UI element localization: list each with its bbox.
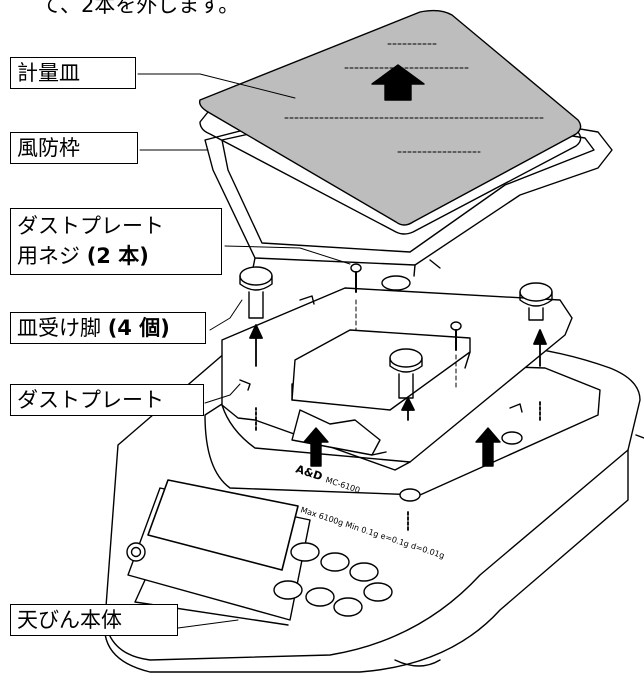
label-weighing-pan: 計量皿	[10, 57, 136, 90]
big-arrows-drawing	[303, 64, 501, 467]
lift-arrows-drawing	[249, 324, 547, 531]
label-breeze-break: 風防枠	[10, 132, 138, 165]
label-breeze-break-text: 風防枠	[17, 136, 80, 160]
label-dust-plate-screws-line2-row: 用ネジ (2 本)	[17, 241, 215, 271]
screws-drawing	[350, 263, 462, 389]
top-caption-text: て、2本を外します。	[40, 0, 240, 17]
label-weighing-pan-text: 計量皿	[17, 61, 80, 85]
weighing-pan-drawing	[198, 9, 582, 235]
label-dust-plate-screws-line2: 用ネジ	[17, 244, 80, 269]
label-dust-plate-screws-line1: ダストプレート	[17, 214, 164, 238]
label-dust-plate: ダストプレート	[10, 384, 204, 417]
label-pan-support-count: (4 個)	[107, 316, 170, 340]
label-balance-body-text: 天びん本体	[17, 608, 122, 632]
label-balance-body: 天びん本体	[10, 604, 178, 637]
leader-lines	[137, 73, 351, 629]
label-pan-support-text: 皿受け脚	[17, 316, 101, 340]
pan-supports-drawing	[239, 266, 553, 399]
label-dust-plate-screws: ダストプレート 用ネジ (2 本)	[10, 208, 222, 275]
label-dust-plate-screws-count: (2 本)	[86, 244, 149, 269]
label-pan-support: 皿受け脚 (4 個)	[10, 312, 206, 345]
label-dust-plate-text: ダストプレート	[17, 388, 164, 412]
